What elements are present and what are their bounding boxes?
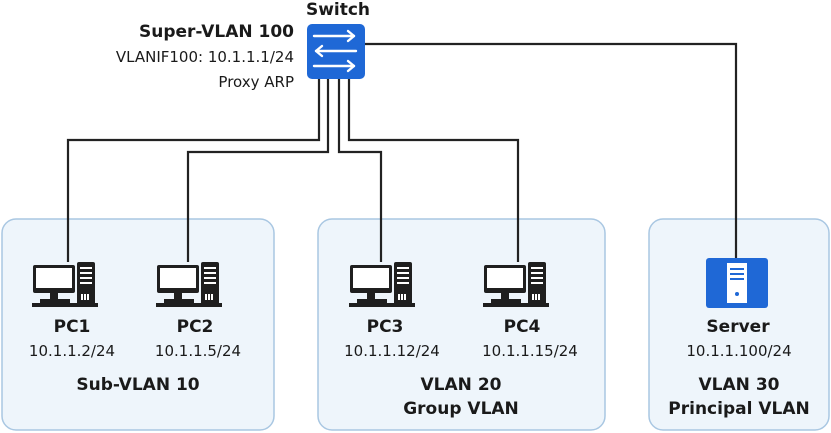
super-vlan-label: Super-VLAN 100 xyxy=(138,22,294,42)
server-ip: 10.1.1.100/24 xyxy=(686,342,792,360)
link-pc4 xyxy=(347,78,520,262)
group-box-vlan-30 xyxy=(648,218,830,431)
pc4-ip: 10.1.1.15/24 xyxy=(482,342,578,360)
pc3-name: PC3 xyxy=(366,317,404,337)
group-label-vlan-20: VLAN 20 xyxy=(420,375,502,395)
link-pc1 xyxy=(66,78,321,262)
switch-title: Switch xyxy=(305,0,371,20)
pc3-ip: 10.1.1.12/24 xyxy=(344,342,440,360)
server-name: Server xyxy=(706,317,770,337)
vlanif-label: VLANIF100: 10.1.1.1/24 xyxy=(115,48,294,66)
pc2-ip: 10.1.1.5/24 xyxy=(154,342,242,360)
pc2-name: PC2 xyxy=(176,317,214,337)
group-subtitle-vlan-30: Principal VLAN xyxy=(668,399,810,419)
pc3-icon xyxy=(349,262,415,307)
pc1-ip: 10.1.1.2/24 xyxy=(28,342,116,360)
proxy-arp-label: Proxy ARP xyxy=(218,73,294,91)
link-server xyxy=(364,42,738,258)
pc1-name: PC1 xyxy=(53,317,91,337)
link-pc2 xyxy=(186,78,330,262)
pc2-icon xyxy=(156,262,222,307)
server-icon xyxy=(706,258,768,308)
group-box-sub-vlan-10 xyxy=(1,218,275,431)
pc4-icon xyxy=(483,262,549,307)
pc1-icon xyxy=(32,262,98,307)
link-pc3 xyxy=(337,78,383,262)
pc4-name: PC4 xyxy=(503,317,541,337)
group-label-vlan-30: VLAN 30 xyxy=(698,375,780,395)
group-subtitle-vlan-20: Group VLAN xyxy=(403,399,519,419)
switch-icon xyxy=(307,24,365,79)
group-label-sub-vlan-10: Sub-VLAN 10 xyxy=(76,375,200,395)
